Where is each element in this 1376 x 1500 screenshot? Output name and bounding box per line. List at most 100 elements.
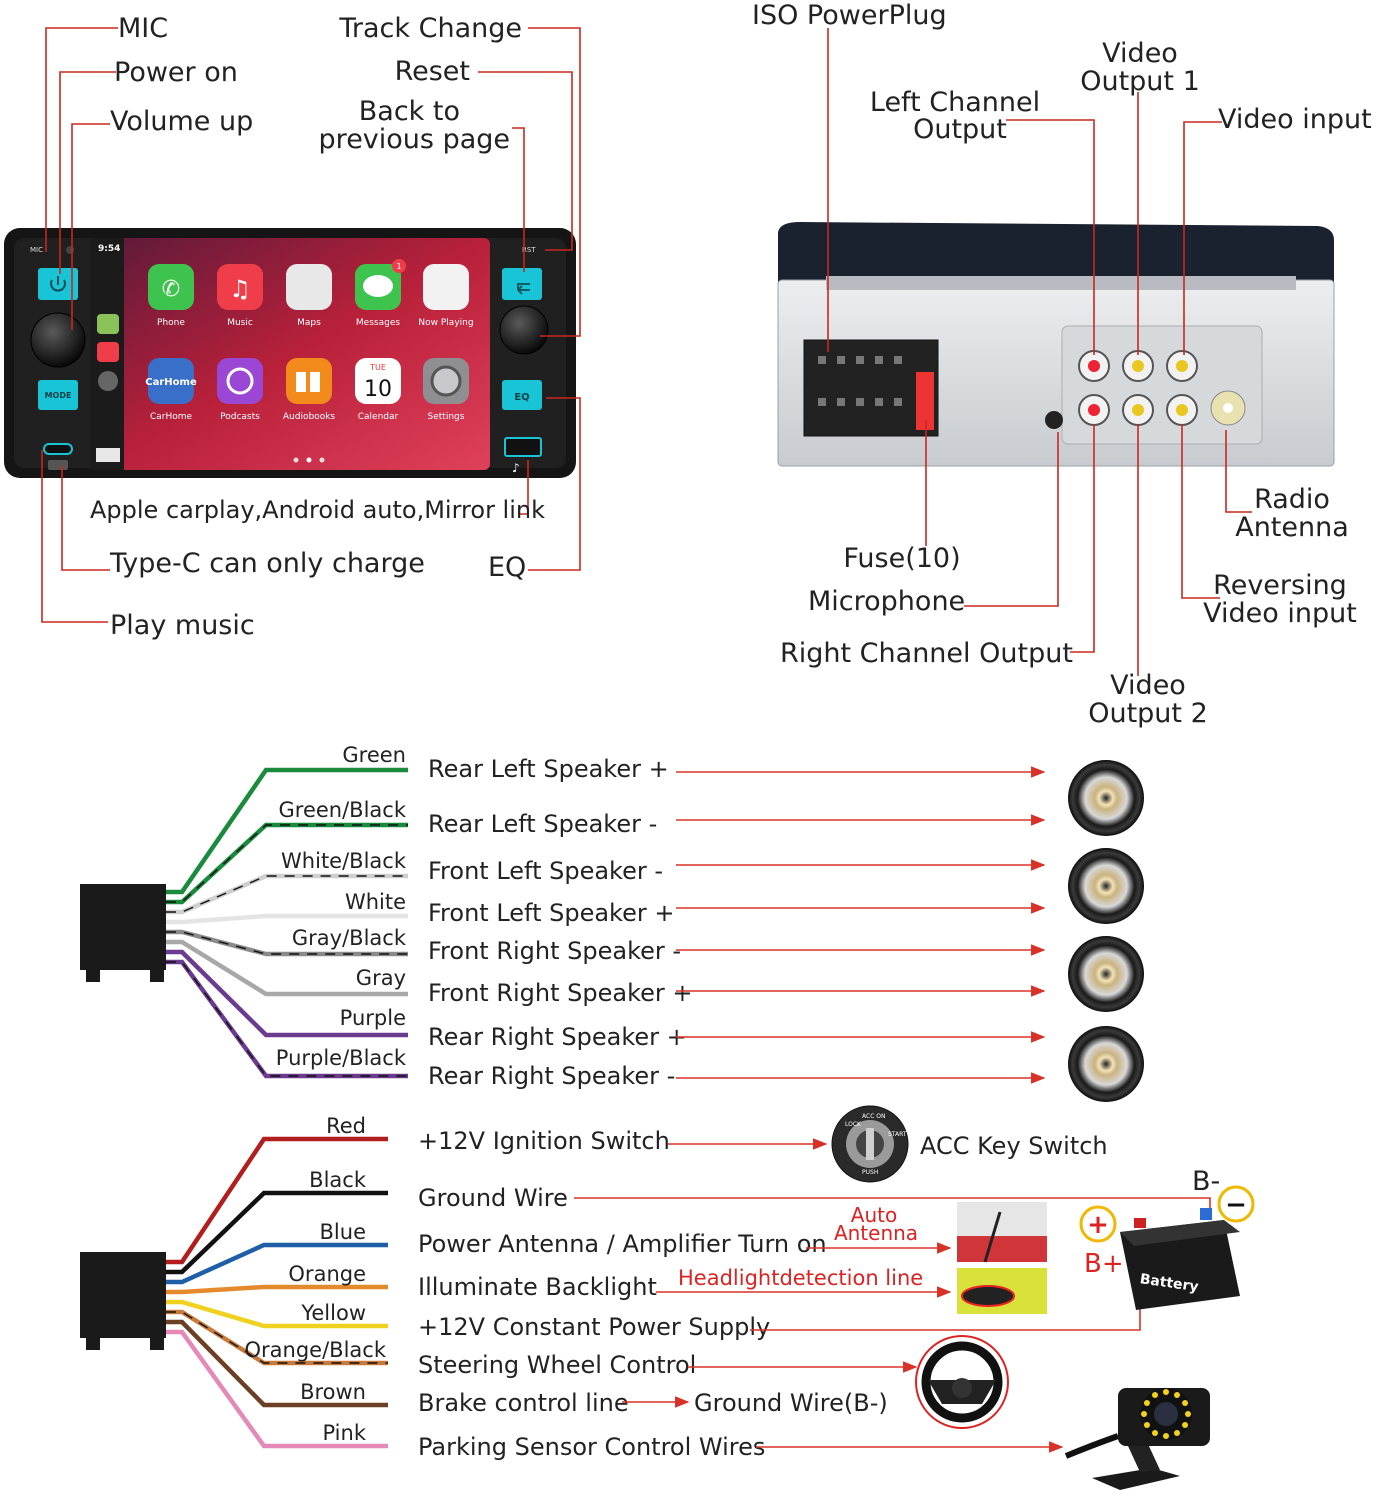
reversing-label-2: Video input <box>1203 598 1357 629</box>
app-label: Phone <box>157 318 185 328</box>
messages-badge-count: 1 <box>396 262 401 271</box>
power-wire <box>166 1136 388 1265</box>
wire-color-label: Yellow <box>300 1301 366 1325</box>
video-out1-label-2: Output 1 <box>1080 66 1200 97</box>
headlight-label: Headlightdetection line <box>678 1266 923 1290</box>
ignition-lock-text: LOCK <box>845 1121 862 1128</box>
plus-sign: + <box>1087 1210 1109 1240</box>
camera-led <box>1152 1391 1158 1398</box>
type-c-label: Type-C can only charge <box>109 548 425 579</box>
wire-color-label: Orange/Black <box>245 1338 387 1362</box>
screen-time: 9:54 <box>98 244 120 254</box>
wire-color-label: Green/Black <box>279 798 407 822</box>
track-change-knob[interactable] <box>499 305 549 355</box>
iso-pin <box>818 356 826 364</box>
usb-port[interactable] <box>504 437 542 457</box>
iso-pin <box>856 398 864 406</box>
wire-function-label: Ground Wire <box>418 1184 568 1212</box>
play-music-label: Play music <box>110 610 255 641</box>
fuse <box>916 372 934 430</box>
app-label: Maps <box>297 318 321 328</box>
left-channel-label-1: Left Channel <box>870 87 1040 118</box>
power-wire <box>166 1299 388 1329</box>
wire-function-label: Front Left Speaker + <box>428 899 674 927</box>
auto-antenna-label-1: Auto <box>851 1203 897 1227</box>
rear-callouts: ISO PowerPlug Left Channel Output Video … <box>752 0 1372 729</box>
camera-led <box>1141 1411 1147 1417</box>
wire-color-label: White <box>345 890 406 914</box>
wire-color-label: Green <box>342 743 406 767</box>
video-input-label: Video input <box>1218 104 1372 135</box>
app-label: Audiobooks <box>283 412 336 422</box>
carhome-app-icon[interactable] <box>148 358 194 404</box>
now-playing-app-icon[interactable] <box>423 264 469 310</box>
wire-color-label: White/Black <box>281 849 407 873</box>
wire-color-label: Orange <box>288 1262 366 1286</box>
app-label: Podcasts <box>220 412 260 422</box>
calendar-day: TUE <box>369 363 386 372</box>
app-label: CarHome <box>150 412 193 422</box>
camera-led <box>1182 1422 1189 1428</box>
ground-line <box>574 1197 1211 1212</box>
wire-stripe <box>166 824 408 903</box>
plus-icon <box>1079 1205 1117 1243</box>
music-note-icon: ♪ <box>512 461 520 475</box>
music-app-icon[interactable] <box>217 264 263 310</box>
carplay-label: Apple carplay,Android auto,Mirror link <box>90 496 545 524</box>
iso-pin <box>875 398 883 406</box>
wire-color-label: Brown <box>300 1380 366 1404</box>
type-c-port[interactable] <box>43 443 73 455</box>
video-out2-label-1: Video <box>1110 670 1186 701</box>
reset-label: Reset <box>395 56 470 87</box>
camera-led <box>1143 1400 1150 1406</box>
maps-app-icon[interactable] <box>286 264 332 310</box>
power-on-label: Power on <box>114 57 238 88</box>
speaker-connector <box>80 884 166 970</box>
calendar-app-icon[interactable] <box>355 358 401 404</box>
speaker-wire <box>166 949 408 1038</box>
phone-app-icon[interactable] <box>148 264 194 310</box>
ignition-push-text: PUSH <box>862 1169 878 1176</box>
steering-wheel <box>915 1335 1009 1429</box>
camera-led <box>1163 1389 1169 1395</box>
mode-button[interactable] <box>38 380 78 410</box>
battery: Battery <box>1120 1208 1240 1310</box>
carhome-tile-text: CarHome <box>145 377 197 388</box>
iso-connector[interactable] <box>803 339 939 437</box>
auto-antenna-label-2: Antenna <box>834 1221 918 1245</box>
audiobooks-app-icon[interactable] <box>286 358 332 404</box>
eq-label: EQ <box>488 552 526 583</box>
wire-function-label: Front Right Speaker - <box>428 937 681 965</box>
acc-key-switch: LOCK ACC ON START PUSH <box>831 1105 909 1183</box>
app-label: Music <box>227 318 253 328</box>
dashboard-icon[interactable] <box>96 448 120 462</box>
iso-pin <box>894 356 902 364</box>
power-wire <box>166 1284 388 1295</box>
ignition-acc-text: ACC ON <box>862 1113 886 1120</box>
iso-label: ISO PowerPlug <box>752 0 947 31</box>
eq-button[interactable] <box>502 380 542 410</box>
speaker-icon <box>1068 936 1144 1012</box>
app-label: Now Playing <box>418 318 473 328</box>
rca-jacks <box>1045 350 1246 429</box>
wire-stripe <box>166 931 408 955</box>
wire-function-label: Rear Left Speaker - <box>428 810 657 838</box>
camera-led <box>1182 1400 1189 1406</box>
back-label-line1: Back to <box>359 96 460 127</box>
radio-label-1: Radio <box>1254 484 1330 515</box>
wire-color-label: Red <box>326 1114 366 1138</box>
reversing-label-1: Reversing <box>1213 570 1347 601</box>
podcasts-app-icon[interactable] <box>217 358 263 404</box>
wire-color-label: Purple <box>340 1006 406 1030</box>
speaker-wire <box>166 913 408 925</box>
power-wire <box>166 1190 388 1275</box>
microphone-jack[interactable] <box>1045 411 1063 429</box>
audiobooks-glyph <box>296 372 320 392</box>
backup-camera <box>1064 1388 1210 1490</box>
wire-function-label: Steering Wheel Control <box>418 1351 696 1379</box>
calendar-date: 10 <box>364 377 392 402</box>
volume-knob[interactable] <box>30 312 86 368</box>
